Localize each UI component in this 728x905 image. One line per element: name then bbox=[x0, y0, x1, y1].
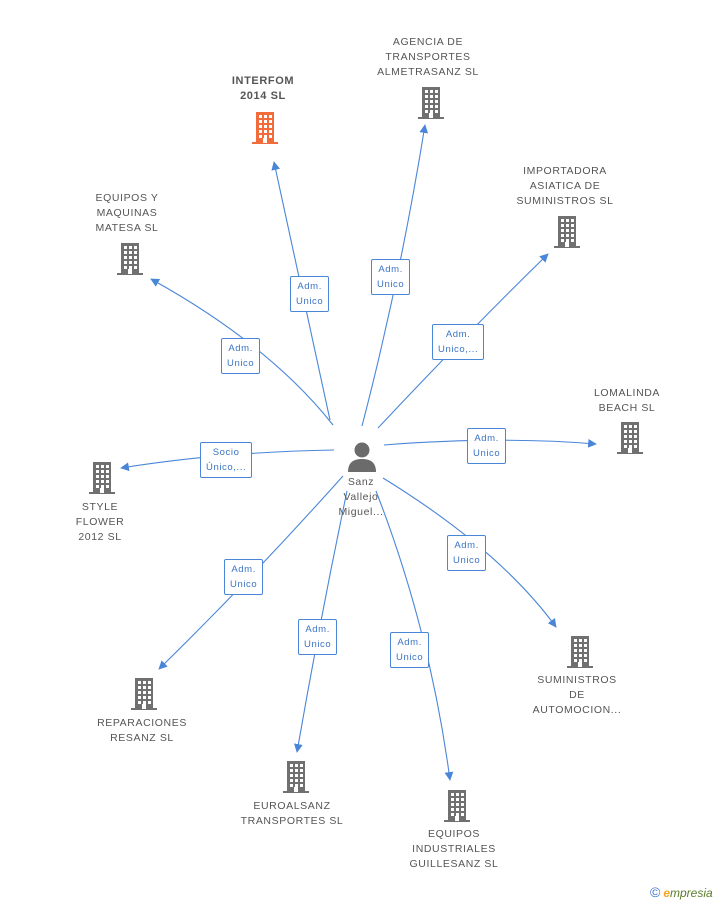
company-name-importadora[interactable]: IMPORTADORA ASIATICA DE SUMINISTROS SL bbox=[516, 164, 613, 209]
company-name-euroalsanz[interactable]: EUROALSANZ TRANSPORTES SL bbox=[241, 799, 344, 829]
company-name-line: ASIATICA DE bbox=[529, 180, 601, 192]
edge-role-line: Adm. bbox=[445, 329, 471, 340]
company-name-line: EQUIPOS bbox=[427, 828, 481, 840]
company-name-line: LOMALINDA bbox=[593, 387, 661, 399]
company-name-line: SUMINISTROS bbox=[537, 674, 617, 686]
edge-role-line: Adm. bbox=[297, 281, 322, 292]
edge-role-line: Unico bbox=[227, 358, 255, 369]
edge-role-line: Socio bbox=[212, 447, 240, 458]
company-name-line: 2014 SL bbox=[240, 90, 286, 102]
company-name-agencia[interactable]: AGENCIA DE TRANSPORTES ALMETRASANZ SL bbox=[377, 35, 479, 80]
building-icon-graphic bbox=[418, 87, 444, 119]
building-icon-graphic bbox=[283, 761, 309, 793]
edge-role-line: Adm. bbox=[231, 564, 256, 575]
company-name-reparaciones[interactable]: REPARACIONES RESANZ SL bbox=[97, 716, 187, 746]
edge-role-line: Unico bbox=[230, 579, 258, 590]
center-name-line: Miguel... bbox=[338, 506, 384, 518]
building-icon-graphic bbox=[131, 678, 157, 710]
edge-role-line: Adm. bbox=[474, 433, 499, 444]
building-icon[interactable] bbox=[129, 677, 159, 711]
edge-role-line: Adm. bbox=[378, 264, 403, 275]
company-name-equipos-maquinas[interactable]: EQUIPOS Y MAQUINAS MATESA SL bbox=[96, 191, 159, 236]
company-name-style-flower[interactable]: STYLE FLOWER 2012 SL bbox=[76, 500, 125, 545]
company-name-line: INTERFOM bbox=[231, 75, 295, 87]
company-name-line: INDUSTRIALES bbox=[412, 843, 496, 855]
company-name-line: BEACH SL bbox=[598, 402, 656, 414]
building-icon[interactable] bbox=[615, 421, 645, 455]
edge-role-label-reparaciones[interactable]: Adm. Unico bbox=[224, 559, 264, 595]
company-name-line: MAQUINAS bbox=[96, 207, 158, 219]
building-icon[interactable] bbox=[416, 86, 446, 120]
edge-role-label-suministros[interactable]: Adm. Unico bbox=[447, 535, 487, 571]
edge-role-line: Unico,... bbox=[438, 344, 479, 355]
building-icon-graphic bbox=[117, 243, 143, 275]
building-icon[interactable] bbox=[442, 789, 472, 823]
company-name-suministros[interactable]: SUMINISTROS DE AUTOMOCION... bbox=[533, 673, 622, 718]
edge-role-label-importadora[interactable]: Adm. Unico,... bbox=[432, 324, 485, 360]
company-name-line: TRANSPORTES SL bbox=[240, 815, 344, 827]
center-name-line: Sanz bbox=[347, 476, 375, 488]
building-icon[interactable] bbox=[115, 242, 145, 276]
edge-role-line: Unico bbox=[296, 296, 324, 307]
edge-role-label-lomalinda[interactable]: Adm. Unico bbox=[467, 428, 507, 464]
company-name-equipos-industriales[interactable]: EQUIPOS INDUSTRIALES GUILLESANZ SL bbox=[410, 827, 499, 872]
company-name-line: DE bbox=[569, 689, 585, 701]
company-name-line: ALMETRASANZ SL bbox=[377, 66, 479, 78]
company-name-line: RESANZ SL bbox=[110, 732, 174, 744]
building-icon[interactable] bbox=[250, 111, 280, 145]
building-icon-graphic bbox=[617, 422, 643, 454]
edge-role-line: Unico bbox=[453, 555, 481, 566]
edge-role-line: Adm. bbox=[305, 624, 330, 635]
edge-role-line: Unico bbox=[473, 448, 501, 459]
edge-role-line: Adm. bbox=[397, 637, 422, 648]
company-name-line: AGENCIA DE bbox=[392, 36, 464, 48]
company-name-line: EUROALSANZ bbox=[253, 800, 331, 812]
center-person-name[interactable]: Sanz Vallejo Miguel... bbox=[338, 475, 383, 520]
company-name-line: EQUIPOS Y bbox=[95, 192, 159, 204]
edge-role-label-equipos-industriales[interactable]: Adm. Unico bbox=[390, 632, 430, 668]
company-name-interfom[interactable]: INTERFOM 2014 SL bbox=[232, 74, 294, 104]
edge-role-label-agencia[interactable]: Adm. Unico bbox=[371, 259, 411, 295]
building-icon-graphic bbox=[554, 216, 580, 248]
company-name-line: FLOWER bbox=[75, 516, 125, 528]
building-icon[interactable] bbox=[281, 760, 311, 794]
building-icon[interactable] bbox=[552, 215, 582, 249]
copyright-symbol: © bbox=[650, 884, 661, 900]
company-name-line: REPARACIONES bbox=[97, 717, 187, 729]
building-icon[interactable] bbox=[87, 461, 117, 495]
edge-role-line: Unico bbox=[396, 652, 424, 663]
building-icon-graphic bbox=[252, 112, 278, 144]
center-name-line: Vallejo bbox=[343, 491, 379, 503]
edge-role-line: Adm. bbox=[454, 540, 479, 551]
edge-role-line: Unico bbox=[304, 639, 332, 650]
person-icon[interactable] bbox=[347, 441, 377, 473]
brand-initial: e bbox=[663, 886, 671, 900]
company-name-line: IMPORTADORA bbox=[523, 165, 607, 177]
company-name-line: MATESA SL bbox=[95, 222, 159, 234]
empresia-logo: ©empresia bbox=[650, 884, 713, 900]
building-icon-graphic bbox=[444, 790, 470, 822]
edge-role-label-interfom[interactable]: Adm. Unico bbox=[290, 276, 330, 312]
building-icon-graphic bbox=[567, 636, 593, 668]
edge-role-label-euroalsanz[interactable]: Adm. Unico bbox=[298, 619, 338, 655]
company-name-line: AUTOMOCION... bbox=[532, 704, 622, 716]
building-icon[interactable] bbox=[565, 635, 595, 669]
company-name-line: SUMINISTROS SL bbox=[516, 195, 614, 207]
company-name-line: TRANSPORTES bbox=[385, 51, 471, 63]
edge-role-line: Adm. bbox=[228, 343, 253, 354]
company-name-line: STYLE bbox=[81, 501, 119, 513]
edge-role-line: Unico bbox=[377, 279, 405, 290]
edge-role-line: Único,... bbox=[206, 462, 247, 473]
company-name-line: 2012 SL bbox=[78, 531, 122, 543]
brand-rest: mpresia bbox=[670, 886, 713, 900]
building-icon-graphic bbox=[89, 462, 115, 494]
edge-role-label-equipos-maquinas[interactable]: Adm. Unico bbox=[221, 338, 261, 374]
company-name-line: GUILLESANZ SL bbox=[409, 858, 499, 870]
company-name-lomalinda[interactable]: LOMALINDA BEACH SL bbox=[594, 386, 660, 416]
